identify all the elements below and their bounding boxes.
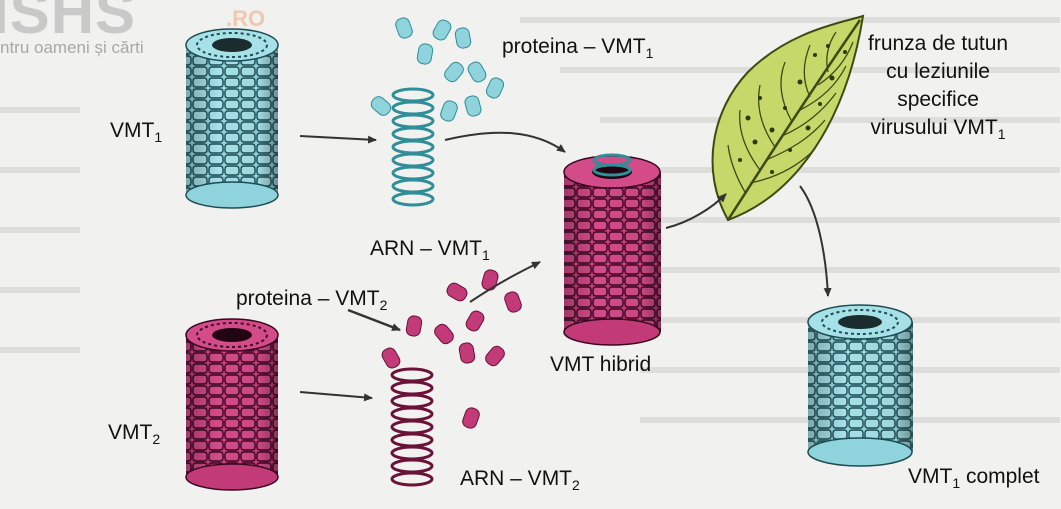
label-leaf-line4: virusului VMT1 <box>868 114 1008 142</box>
arrow-vmt2-to-rna <box>300 392 372 398</box>
label-protein-vmt1-sub: 1 <box>646 45 654 61</box>
arrow-vmt1-to-rna <box>300 136 376 140</box>
label-vmt1: VMT1 <box>110 118 162 143</box>
label-protein-vmt2: proteina – VMT2 <box>236 286 387 311</box>
label-arn-vmt2-sub: 2 <box>572 477 580 493</box>
label-leaf-line3: specifice <box>868 86 1008 114</box>
label-leaf-line4-text: virusului VMT <box>871 116 998 139</box>
rna-vmt2-coil <box>392 369 432 485</box>
arrow-leaf-to-complete <box>800 186 828 296</box>
label-vmt1-text: VMT <box>110 119 154 142</box>
arrow-rna1-to-hybrid <box>445 133 565 152</box>
label-arn-vmt2: ARN – VMT2 <box>460 466 580 491</box>
label-vmt1-sub: 1 <box>154 129 162 145</box>
label-leaf: frunza de tutun cu leziunile specifice v… <box>868 30 1008 142</box>
label-vmt2-sub: 2 <box>152 431 160 447</box>
label-leaf-line4-sub: 1 <box>998 126 1006 142</box>
label-arn-vmt2-text: ARN – VMT <box>460 467 572 490</box>
label-vmt1-complete-suffix: complet <box>960 465 1039 488</box>
label-protein-vmt2-text: proteina – VMT <box>236 287 380 310</box>
protein-vmt1-subunits <box>369 16 506 123</box>
label-protein-vmt1: proteina – VMT1 <box>502 34 653 59</box>
label-vmt-hybrid-text: VMT hibrid <box>550 353 651 376</box>
label-leaf-line2: cu leziunile <box>868 58 1008 86</box>
label-vmt2: VMT2 <box>108 420 160 445</box>
label-protein-vmt2-sub: 2 <box>380 297 388 313</box>
arrow-label-to-protein2 <box>348 310 400 330</box>
label-vmt2-text: VMT <box>108 421 152 444</box>
label-vmt1-complete-sub: 1 <box>952 475 960 491</box>
vmt2-virion <box>186 319 278 490</box>
label-vmt1-complete-text: VMT <box>908 465 952 488</box>
label-leaf-line1: frunza de tutun <box>868 30 1008 58</box>
vmt-hybrid-virion <box>564 155 661 345</box>
label-arn-vmt1-text: ARN – VMT <box>370 237 482 260</box>
rna-vmt1-coil <box>393 89 433 205</box>
vmt1-complete-virion <box>808 305 913 466</box>
label-protein-vmt1-text: proteina – VMT <box>502 35 646 58</box>
vmt1-virion <box>186 29 278 208</box>
label-arn-vmt1-sub: 1 <box>482 247 490 263</box>
label-arn-vmt1: ARN – VMT1 <box>370 236 490 261</box>
watermark-logo-suffix: .RO <box>226 6 265 32</box>
watermark-tagline: ntru oameni și cărti <box>0 38 144 58</box>
label-vmt1-complete: VMT1 complet <box>908 464 1040 489</box>
label-vmt-hybrid: VMT hibrid <box>550 352 651 377</box>
